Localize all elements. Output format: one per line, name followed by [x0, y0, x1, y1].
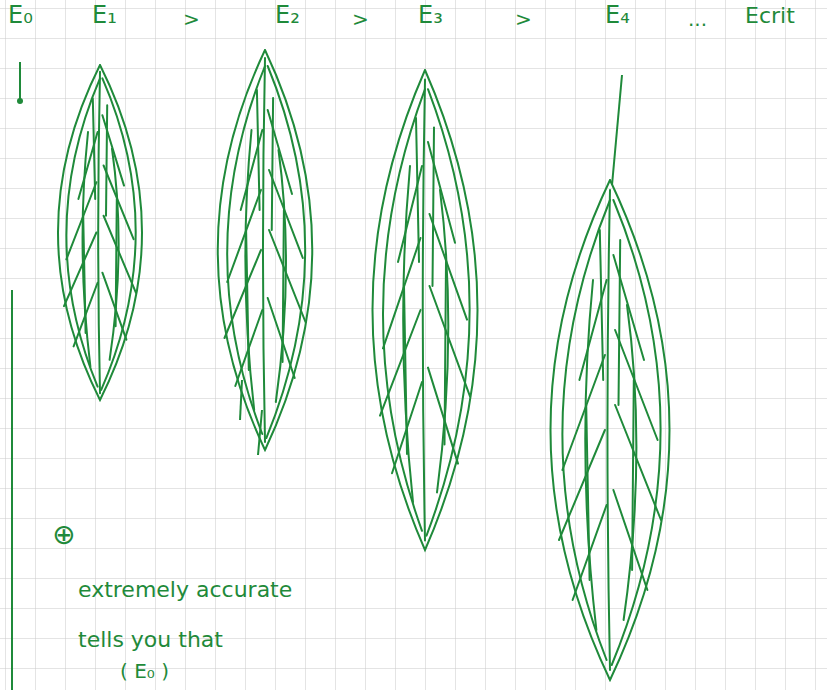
handwritten-note: extremely accurate [78, 578, 292, 602]
handwritten-note: E₄ [605, 2, 630, 28]
handwritten-note: E₁ [92, 2, 117, 28]
handwritten-note: E₀ [8, 2, 33, 28]
handwritten-note: ( E₀ ) [120, 660, 169, 682]
handwritten-note: E₂ [275, 2, 300, 28]
handwritten-note: Ecrit [745, 4, 795, 28]
handwritten-note: ⊕ [52, 520, 75, 551]
handwritten-note: E₃ [418, 2, 443, 28]
handwritten-note: > [183, 8, 200, 30]
handwritten-note: ... [688, 8, 707, 30]
handwritten-note: > [515, 8, 532, 30]
handwritten-note: tells you that [78, 628, 223, 652]
handwritten-note: > [352, 8, 369, 30]
